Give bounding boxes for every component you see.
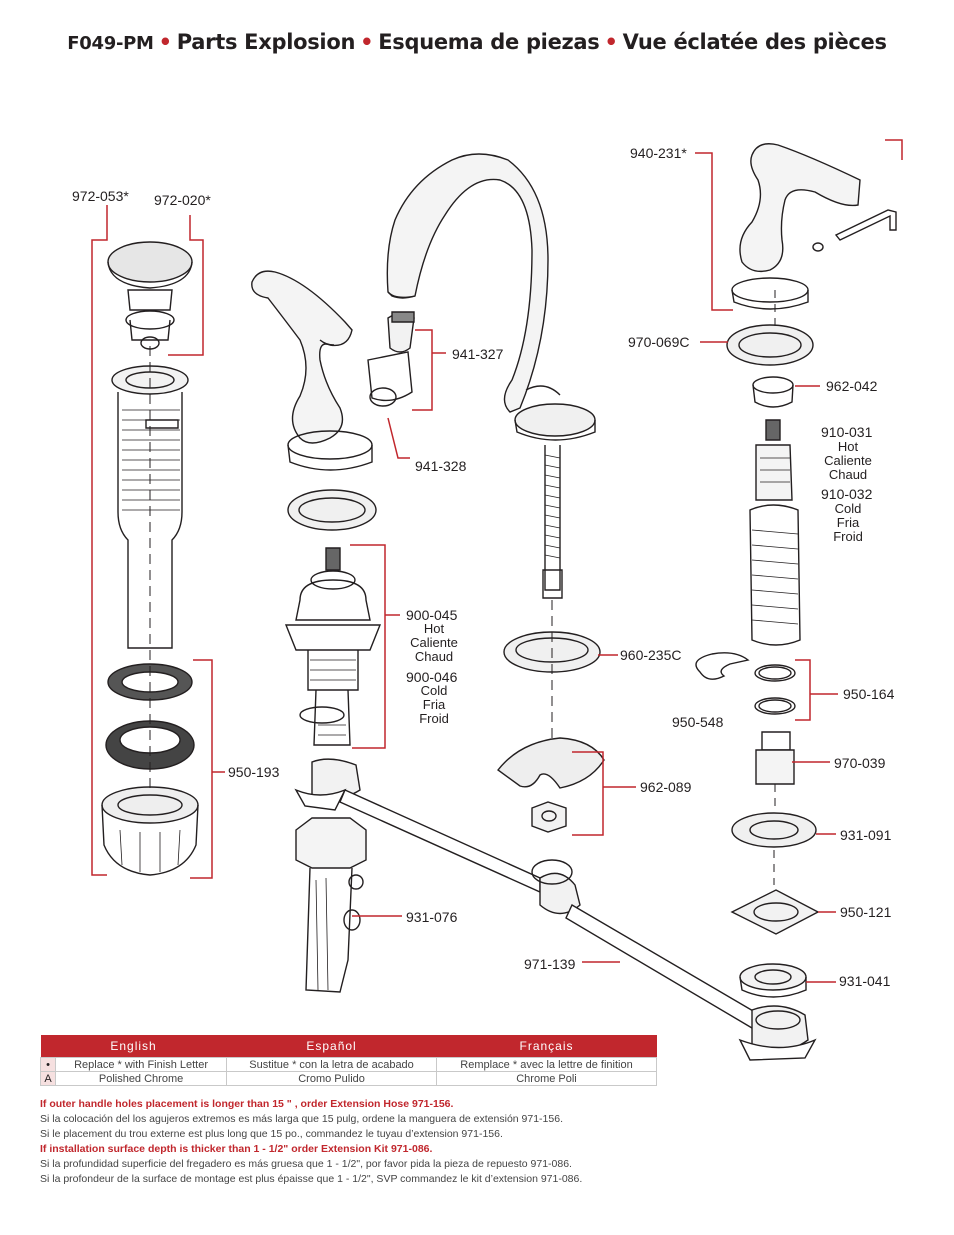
part-label-950-193: 950-193	[228, 764, 280, 780]
legend-cell-french: Chrome Poli	[436, 1071, 657, 1086]
note-extension-hose-english: If outer handle holes placement is longe…	[40, 1098, 454, 1110]
title-separator: •	[604, 30, 618, 54]
part-label-971-139: 971-139	[524, 956, 576, 972]
part-label-900-045: 900-045	[406, 607, 458, 623]
part-sublabel-910-032: Cold Fria Froid	[833, 501, 863, 544]
note-extension-hose-spanish: Si la colocación del los agujeros extrem…	[40, 1113, 563, 1125]
hose-assembly	[294, 758, 817, 1061]
legend-cell-english: Polished Chrome	[54, 1071, 228, 1086]
title-spanish: Esquema de piezas	[378, 30, 600, 54]
title-separator: •	[360, 30, 374, 54]
drain-assembly	[101, 241, 199, 876]
part-label-910-031: 910-031	[821, 424, 873, 440]
part-sublabel-910-031: Hot Caliente Chaud	[824, 439, 872, 482]
part-label-931-041: 931-041	[839, 973, 891, 989]
legend-code: A	[40, 1071, 56, 1086]
part-label-950-548: 950-548	[672, 714, 724, 730]
part-label-931-076: 931-076	[406, 909, 458, 925]
legend-header-french: Français	[436, 1035, 657, 1058]
callout-brackets-right	[695, 139, 903, 983]
part-label-950-121: 950-121	[840, 904, 892, 920]
legend-cell-english: Replace * with Finish Letter	[54, 1057, 228, 1072]
part-label-962-042: 962-042	[826, 378, 878, 394]
right-handle-valve	[695, 143, 897, 998]
part-label-931-091: 931-091	[840, 827, 892, 843]
callout-brackets-center	[572, 654, 636, 836]
part-sublabel-900-046: Cold Fria Froid	[419, 683, 449, 726]
note-extension-hose-french: Si le placement du trou externe est plus…	[40, 1128, 503, 1140]
legend-row: A Polished Chrome Cromo Pulido Chrome Po…	[40, 1071, 657, 1086]
legend-row: • Replace * with Finish Letter Sustitue …	[40, 1057, 657, 1072]
callout-brackets-body	[352, 915, 620, 963]
mounting-body	[295, 817, 367, 993]
part-label-960-235C: 960-235C	[620, 647, 682, 663]
part-label-972-020: 972-020*	[154, 192, 211, 208]
callout-brackets-left	[91, 205, 225, 879]
legend-code: •	[40, 1057, 56, 1072]
part-label-962-089: 962-089	[640, 779, 692, 795]
callout-brackets-left-valve	[350, 544, 400, 749]
model-number: F049-PM	[67, 33, 154, 54]
part-sublabel-900-045: Hot Caliente Chaud	[410, 621, 458, 664]
callout-brackets-aerator	[387, 329, 446, 459]
part-label-972-053: 972-053*	[72, 188, 129, 204]
note-extension-kit-french: Si la profondeur de la surface de montag…	[40, 1173, 583, 1185]
legend-cell-spanish: Cromo Pulido	[226, 1071, 438, 1086]
installation-notes: If outer handle holes placement is longe…	[40, 1097, 920, 1187]
part-label-910-032: 910-032	[821, 486, 873, 502]
legend-header-row: English Español Français	[40, 1035, 657, 1058]
part-label-941-327: 941-327	[452, 346, 504, 362]
legend-header-spanish: Español	[226, 1035, 437, 1058]
legend-cell-spanish: Sustitue * con la letra de acabado	[226, 1057, 438, 1072]
finish-legend-table: English Español Français • Replace * wit…	[40, 1035, 657, 1086]
title-english: Parts Explosion	[176, 30, 356, 54]
part-label-940-231: 940-231*	[630, 145, 687, 161]
note-extension-kit-english: If installation surface depth is thicker…	[40, 1143, 433, 1155]
legend-cell-french: Remplace * avec la lettre de finition	[436, 1057, 657, 1072]
title-separator: •	[158, 30, 172, 54]
part-label-970-039: 970-039	[834, 755, 886, 771]
legend-header-english: English	[40, 1035, 227, 1058]
part-label-970-069C: 970-069C	[628, 334, 690, 350]
part-label-900-046: 900-046	[406, 669, 458, 685]
part-label-941-328: 941-328	[415, 458, 467, 474]
title-french: Vue éclatée des pièces	[622, 30, 887, 54]
left-handle-valve	[251, 270, 382, 746]
spout-assembly	[386, 153, 605, 833]
note-extension-kit-spanish: Si la profundidad superficie del fregade…	[40, 1158, 572, 1170]
part-label-950-164: 950-164	[843, 686, 895, 702]
page-title: F049-PM•Parts Explosion•Esquema de pieza…	[0, 30, 954, 54]
aerator-assembly	[367, 311, 415, 407]
